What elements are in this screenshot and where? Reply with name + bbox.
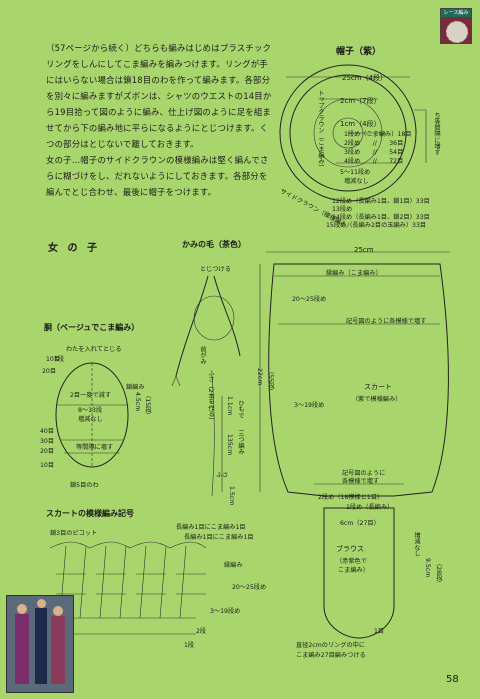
torso-label-10st: 10目	[46, 356, 61, 363]
hair-label-tassel2: ふさ	[216, 472, 229, 479]
torso-label-decrease: 2目一度で減す	[70, 392, 112, 399]
hat-label-r2: 2段め // 36目	[344, 140, 404, 147]
skirt-label-row2: 2段め（18模様と1目）	[318, 494, 384, 501]
page-number: 58	[446, 674, 459, 685]
torso-label-45cm: 4.5cm	[134, 392, 141, 412]
torso-label-20st-b: 20目	[40, 448, 55, 455]
skirt-label-edge: 縁編み（こま編み）	[326, 270, 382, 277]
hair-label-bangs: 前がみ	[199, 346, 206, 365]
hat-label-r1: 1段め（こま編み）18目	[344, 131, 412, 138]
book-badge-image: レース編み	[440, 8, 472, 44]
pattern-label-edge: 縁編み	[224, 562, 243, 569]
pattern-label-rows3: 3〜19段め	[210, 608, 241, 615]
torso-label-close: わたを入れてとじる	[66, 346, 122, 353]
hat-label-2cm: 2cm（7段）	[340, 97, 381, 105]
torso-title: 胴（ベージュでこま編み）	[44, 323, 140, 332]
hair-title: かみの毛（茶色）	[182, 240, 246, 249]
hair-label-attach: とじつける	[200, 266, 231, 273]
pattern-label-dc1: 長編み1目にこま編み1目	[176, 524, 246, 531]
intro-paragraph: （57ページから続く）どちらも編みはじめはプラスチックリングをしんにしてこま編み…	[46, 40, 274, 152]
hair-label-11cm: 1.1cm	[226, 396, 233, 416]
girl-text: 女の子…帽子のサイドクラウンの模様編みは堅く編んでさらに糊づけをし、だれないよう…	[46, 155, 269, 197]
skirt-label-6cm: 6cm（27目）	[340, 520, 380, 527]
skirt-label-chart1: 記号図のように	[342, 470, 386, 477]
blouse-label-color: （赤紫色で	[336, 558, 367, 565]
hair-diagram	[171, 275, 241, 497]
hat-label-r12: 12段め（長編み1目、鎖1目）33目	[332, 198, 430, 205]
skirt-label-row1: 1段め（長編み）	[346, 504, 394, 511]
hat-crown-top-label: トップクラウン（こま編み）	[317, 90, 324, 171]
hat-label-r4: 4段め // 72目	[344, 158, 404, 165]
skirt-diagram	[259, 251, 450, 639]
hat-diagram	[279, 64, 427, 202]
intro-text: （57ページから続く）どちらも編みはじめはプラスチックリングをしんにしてこま編み…	[46, 43, 272, 149]
doll-photo	[6, 595, 74, 693]
hat-title: 帽子（紫）	[336, 47, 382, 57]
blouse-label-95cm: 9.5cm	[424, 558, 431, 578]
skirt-label-increase: 記号図のように各模様で増す	[346, 318, 427, 325]
skirt-label-chart2: 各模様で増す	[342, 478, 380, 485]
skirt-pattern-title: スカートの模様編み記号	[46, 509, 134, 518]
blouse-label-1st: 1目	[374, 628, 385, 635]
hat-label-diameter: 25cm（4段）	[342, 74, 388, 82]
torso-diagram	[55, 362, 129, 468]
badge-text: レース編み	[441, 9, 471, 17]
skirt-label-skirt: スカート	[364, 383, 392, 391]
hat-label-r15: 15段め（長編み2目の玉編み）33目	[326, 222, 427, 229]
hat-label-r13: 13段め	[332, 206, 353, 213]
torso-label-15rows: （15段）	[144, 392, 151, 419]
torso-label-ring: 鎖5目のわ	[70, 482, 99, 489]
blouse-label-stitch: こま編み）	[338, 567, 369, 574]
hair-label-15cm: 1.5cm	[228, 486, 235, 506]
torso-label-rows: 8〜13段	[78, 407, 103, 414]
torso-label-1row: 1段	[54, 356, 65, 363]
blouse-label-28rows: （28段）	[435, 560, 442, 587]
skirt-label-rows3: 3〜19段め	[294, 402, 325, 409]
girl-section-title: 女 の 子	[48, 243, 100, 254]
blouse-ring-note2: こま編み27目編みつける	[296, 652, 366, 659]
torso-label-40st: 40目	[40, 428, 55, 435]
skirt-label-width: 25cm	[354, 246, 374, 254]
hat-side-note: ち等間隔に増す	[433, 112, 440, 156]
hat-label-r3: 3段め // 54目	[344, 149, 404, 156]
torso-label-30st: 30目	[40, 438, 55, 445]
skirt-label-pattern: （紫で模様編み）	[352, 396, 402, 403]
pattern-label-row1: 1段	[184, 642, 195, 649]
skirt-pattern-chart	[49, 541, 207, 635]
girl-paragraph: 女の子…帽子のサイドクラウンの模様編みは堅く編んでさらに糊づけをし、だれないよう…	[46, 152, 274, 200]
hair-label-135cm: 135cm	[226, 434, 233, 456]
torso-label-chain: 鎖編み	[126, 384, 145, 391]
hat-label-1cm: 1cm（4段）	[340, 120, 381, 128]
torso-label-evenly: 等間隔に増す	[76, 444, 114, 451]
skirt-label-22cm: 22cm	[256, 368, 263, 386]
hair-label-braid: 三つ編み	[237, 430, 244, 455]
hat-label-nochange: 増減なし	[344, 178, 369, 185]
hair-label-tassel: ふさ（2本を作る）	[207, 370, 214, 424]
torso-label-20st: 20目	[42, 368, 57, 375]
doily-image	[446, 21, 468, 43]
hat-label-r14: 14段め（長編み1目、鎖2目）33目	[332, 214, 430, 221]
skirt-label-nochange: 増減なし	[413, 532, 420, 557]
pattern-label-row2: 2段	[196, 628, 207, 635]
skirt-label-55rows: （55段）	[267, 368, 274, 395]
blouse-label: ブラウス	[336, 545, 364, 553]
torso-label-nochange: 増減なし	[78, 416, 103, 423]
skirt-label-rows20: 20〜25段め	[292, 296, 327, 303]
hat-label-r5-11: 5〜11段め	[340, 169, 371, 176]
torso-label-10st-b: 10目	[40, 462, 55, 469]
pattern-label-rows20: 20〜25段め	[232, 584, 267, 591]
pattern-label-dc2: 長編み1目にこま編み1目	[184, 534, 254, 541]
pattern-label-picot: 鎖3目のピコット	[50, 530, 98, 537]
blouse-ring-note1: 直径2cmのリングの中に	[296, 642, 366, 649]
hair-label-cord: ひもで	[237, 400, 244, 419]
